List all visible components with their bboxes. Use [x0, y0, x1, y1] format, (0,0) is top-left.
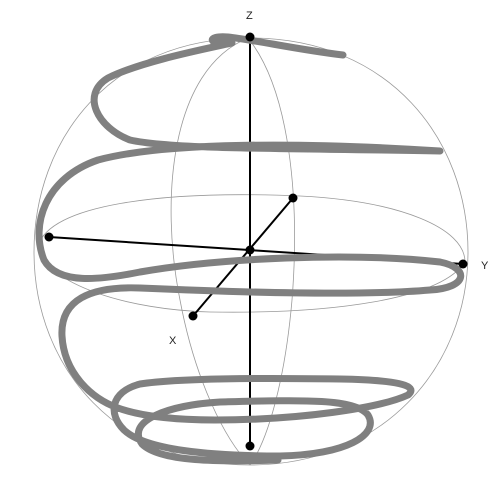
x-negative-point	[288, 193, 298, 203]
axis-points	[44, 32, 468, 451]
y-negative-point	[44, 232, 54, 242]
x-axis-label: X	[169, 335, 177, 347]
north-pole-point	[245, 32, 255, 42]
y-positive-point	[458, 259, 468, 269]
meridian-left	[170, 37, 251, 466]
spiral-trajectory	[35, 33, 464, 465]
y-axis-label: Y	[481, 260, 489, 272]
equator-back	[37, 194, 466, 263]
south-pole-point	[245, 441, 255, 451]
origin-point	[245, 245, 255, 255]
z-axis-label: Z	[246, 10, 253, 22]
x-positive-point	[188, 311, 198, 321]
